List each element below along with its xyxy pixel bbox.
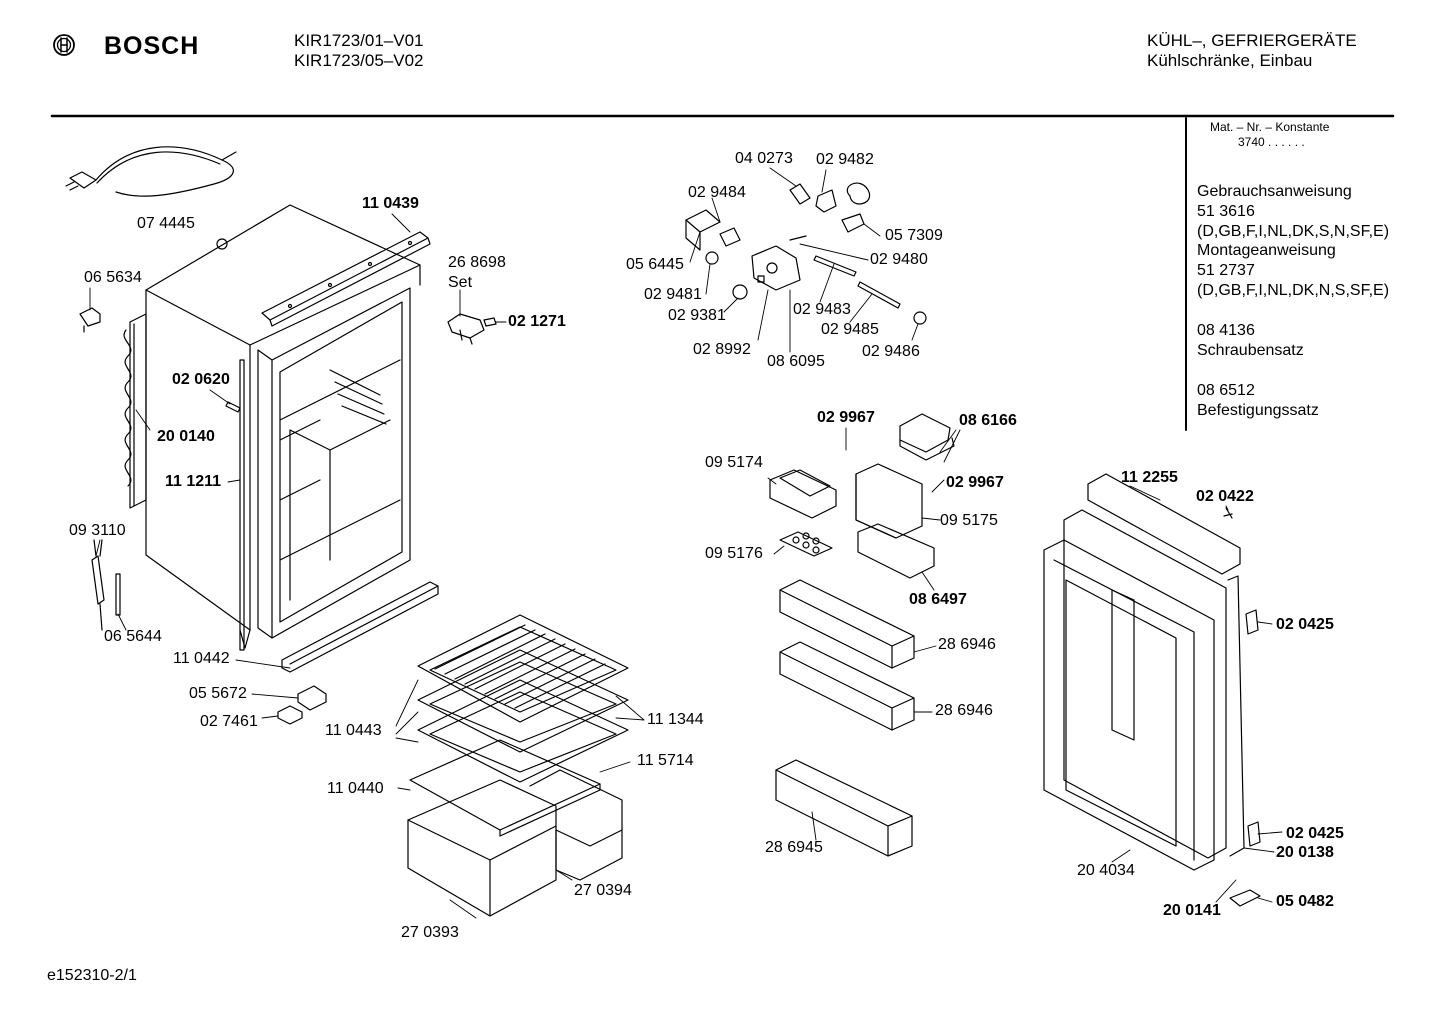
- part-label: 11 0442: [173, 650, 230, 667]
- part-label: 11 0443: [325, 722, 382, 739]
- sidebar-doc-line: Montageanweisung: [1197, 242, 1336, 259]
- part-label: 07 4445: [137, 215, 195, 232]
- hinge-set: [447, 313, 497, 345]
- part-label: 02 7461: [200, 713, 258, 730]
- part-label: 11 1344: [647, 711, 704, 728]
- part-label: 02 1271: [508, 313, 566, 330]
- category-subtitle: Kühlschränke, Einbau: [1147, 51, 1313, 70]
- door-assembly: [1043, 473, 1261, 907]
- butter-box: [899, 413, 955, 461]
- sidebar-doc-line: (D,GB,F,I,NL,DK,N,S,SF,E): [1197, 282, 1390, 299]
- door-shelf-2: [779, 641, 915, 731]
- part-label: 02 8992: [693, 341, 751, 358]
- part-label: 09 5175: [940, 512, 998, 529]
- part-label: 11 2255: [1121, 469, 1178, 486]
- sidebar-doc-line: Befestigungssatz: [1197, 402, 1319, 419]
- part-label: 28 6946: [938, 636, 996, 653]
- block-1: [297, 685, 327, 711]
- top-rail: [261, 231, 431, 327]
- part-label: 02 9967: [817, 409, 875, 426]
- category-title: KÜHL–, GEFRIERGERÄTE: [1147, 31, 1357, 50]
- power-cord: [65, 146, 237, 197]
- part-label: 11 0440: [327, 780, 384, 797]
- part-label: 28 6946: [935, 702, 993, 719]
- sidebar-doc-line: (D,GB,F,I,NL,DK,S,N,SF,E): [1197, 223, 1390, 240]
- seal-strip: [239, 359, 245, 651]
- part-label: 02 9483: [793, 301, 851, 318]
- model-number-2: KIR1723/05–V02: [294, 51, 424, 70]
- part-label: 02 9381: [668, 307, 726, 324]
- part-label: 28 6945: [765, 839, 823, 856]
- part-label: 26 8698: [448, 254, 506, 271]
- egg-tray: [779, 531, 833, 557]
- part-label: 02 0425: [1286, 825, 1344, 842]
- part-label: 02 9486: [862, 343, 920, 360]
- part-label: 06 5634: [84, 269, 142, 286]
- glass-shelves: [409, 614, 629, 837]
- sensor-probe: [91, 539, 121, 631]
- part-label: 20 0141: [1163, 902, 1221, 919]
- brand-name: BOSCH: [104, 32, 200, 60]
- part-label: 05 6445: [626, 256, 684, 273]
- part-label: 20 0138: [1276, 844, 1334, 861]
- part-label: 20 0140: [157, 428, 215, 445]
- part-label: 05 0482: [1276, 893, 1334, 910]
- part-label: 08 6095: [767, 353, 825, 370]
- sidebar-doc-line: Schraubensatz: [1197, 342, 1304, 359]
- part-label: 11 1211: [165, 473, 222, 490]
- part-label: 05 5672: [189, 685, 247, 702]
- part-label: 08 6497: [909, 591, 967, 608]
- part-label: 04 0273: [735, 150, 793, 167]
- part-label: 02 9485: [821, 321, 879, 338]
- screw-small: [225, 401, 241, 413]
- block-2: [277, 705, 303, 725]
- sidebar-doc-line: 51 2737: [1197, 262, 1255, 279]
- sidebar-doc-line: 51 3616: [1197, 203, 1255, 220]
- part-label: 09 3110: [69, 522, 126, 539]
- sidebar-doc-line: 08 4136: [1197, 322, 1255, 339]
- leader-lines: [89, 167, 1283, 919]
- sidebar-doc-line: Gebrauchsanweisung: [1197, 183, 1352, 200]
- part-label: 27 0394: [574, 882, 632, 899]
- part-label: 02 9482: [816, 151, 874, 168]
- part-label: 02 0425: [1276, 616, 1334, 633]
- model-number-1: KIR1723/01–V01: [294, 31, 424, 50]
- part-label: 27 0393: [401, 924, 459, 941]
- bosch-logo-mark: [53, 34, 75, 56]
- part-label: 06 5644: [104, 628, 162, 645]
- hinge-clip: [79, 307, 101, 333]
- part-label: 05 7309: [885, 227, 943, 244]
- part-label: 02 0620: [172, 371, 230, 388]
- egg-tray-box: [769, 469, 837, 519]
- bottom-rail: [281, 581, 439, 673]
- sidebar-doc-line: 08 6512: [1197, 382, 1255, 399]
- drawing-code: e152310-2/1: [47, 967, 137, 984]
- part-label: Set: [448, 274, 473, 291]
- mat-nr-value: 3740 . . . . . .: [1238, 135, 1305, 149]
- dairy-tray: [857, 523, 935, 579]
- condenser-coil: [123, 313, 147, 509]
- part-label: 02 0422: [1196, 488, 1254, 505]
- part-label: 09 5174: [705, 454, 763, 471]
- part-label: 20 4034: [1077, 862, 1135, 879]
- part-label: 11 5714: [637, 752, 694, 769]
- part-label: 02 9480: [870, 251, 928, 268]
- door-shelf-1: [779, 579, 915, 669]
- thermostat-cluster: [685, 182, 927, 325]
- mat-nr-label: Mat. – Nr. – Konstante: [1210, 120, 1330, 134]
- part-label: 02 9481: [644, 286, 702, 303]
- part-label: 09 5176: [705, 545, 763, 562]
- part-label: 02 9484: [688, 184, 746, 201]
- cabinet-body: [145, 204, 421, 649]
- part-label: 11 0439: [362, 195, 419, 212]
- part-label: 02 9967: [946, 474, 1004, 491]
- bottle-shelf: [775, 759, 913, 857]
- dairy-compartment: [855, 463, 923, 539]
- part-label: 08 6166: [959, 412, 1017, 429]
- crisper-drawers: [407, 769, 623, 917]
